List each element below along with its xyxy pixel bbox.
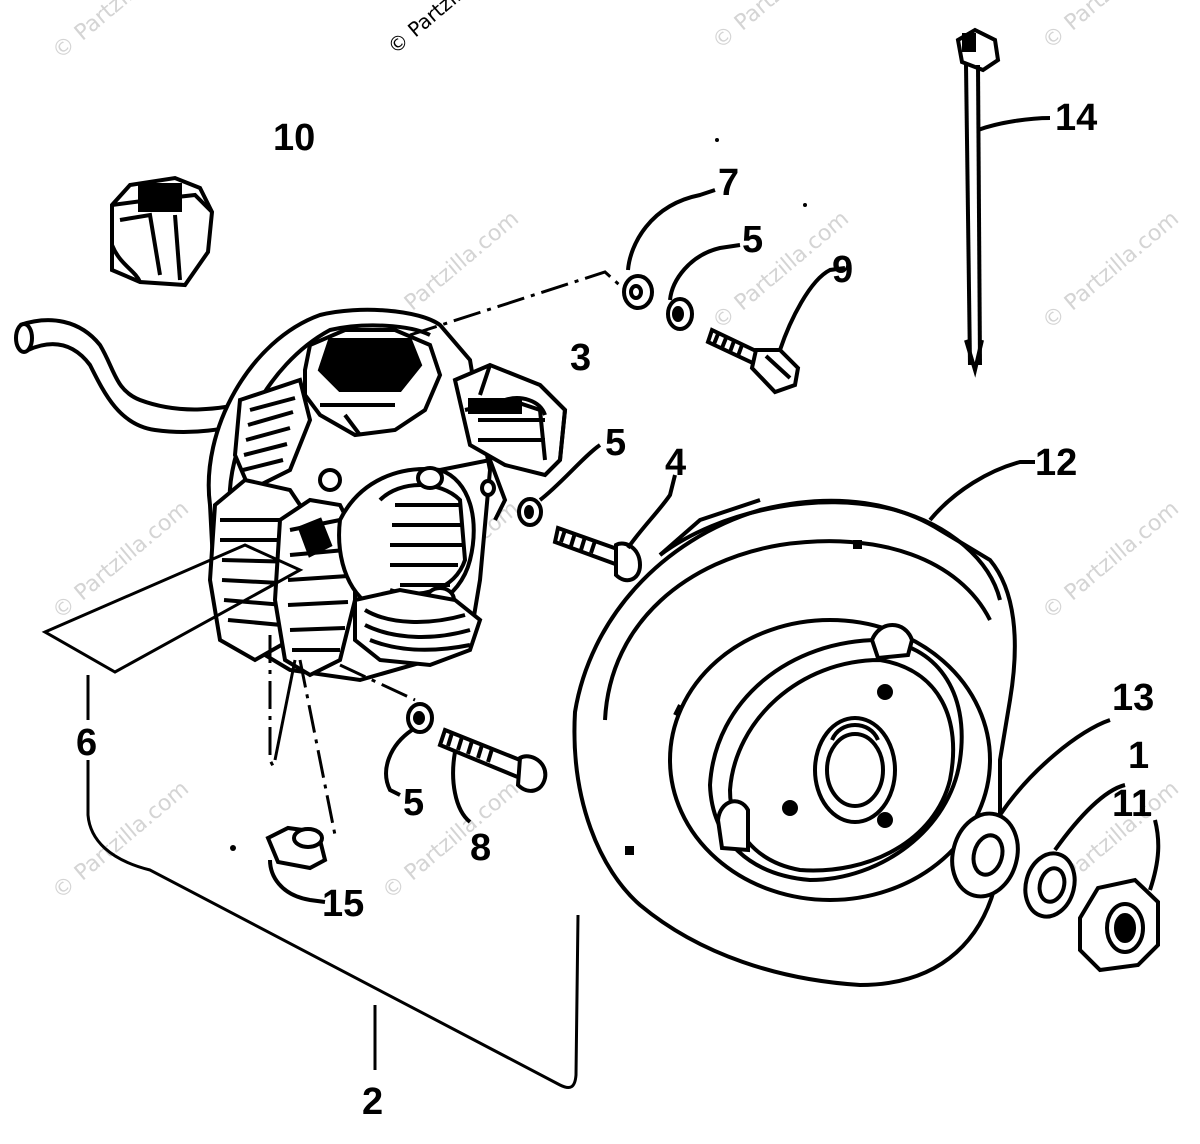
watermark: © Partzilla.com	[48, 0, 194, 65]
watermark: © Partzilla.com	[1038, 0, 1184, 55]
part-13-washer	[950, 718, 1111, 899]
callout-13: 13	[1112, 677, 1154, 719]
part-14-long-bolt	[955, 27, 1051, 378]
dashed-leaders	[268, 270, 627, 836]
callout-3: 3	[570, 337, 591, 379]
part-8-bolt	[437, 727, 548, 824]
callout-9: 9	[832, 249, 853, 291]
callout-11: 11	[1112, 783, 1152, 825]
callout-5-lower: 5	[403, 782, 424, 824]
part-10-cap	[110, 175, 215, 288]
part-9-bolt	[705, 266, 846, 395]
stator-assembly	[206, 307, 568, 683]
callout-labels: 10 14 7 5 9 3 5 4 12 13 1 11 6 5 8 15 2	[76, 97, 1154, 1123]
callout-4: 4	[665, 442, 686, 484]
part-4-bolt	[552, 474, 677, 583]
part-5-lockwasher-middle	[517, 443, 602, 527]
part-7-washer	[622, 188, 716, 310]
part-15-spacer	[265, 825, 328, 904]
stator-wire	[14, 318, 261, 434]
callout-12: 12	[1035, 442, 1077, 484]
callout-15: 15	[322, 883, 364, 925]
stray-marks	[230, 138, 807, 851]
watermark: © Partzilla.com	[48, 776, 194, 904]
callout-10: 10	[273, 117, 315, 159]
callout-5-middle: 5	[605, 422, 626, 464]
part-1-lockwasher	[1023, 783, 1126, 919]
callout-7: 7	[718, 162, 739, 204]
callout-1: 1	[1128, 735, 1149, 777]
callout-5-upper: 5	[742, 219, 763, 261]
callout-8: 8	[470, 827, 491, 869]
watermark: © Partzilla.com	[1038, 206, 1184, 334]
watermark-top: © Partzilla.com	[383, 0, 517, 59]
part-5-lockwasher-upper	[666, 243, 741, 331]
assembly-bracket	[86, 675, 580, 1089]
solid-leader	[273, 659, 297, 761]
part-5-lockwasher-lower	[384, 702, 434, 797]
callout-2: 2	[362, 1081, 383, 1123]
watermark: © Partzilla.com	[708, 0, 854, 55]
part-12-flywheel	[572, 460, 1035, 988]
watermark: © Partzilla.com	[48, 496, 194, 624]
part-11-nut	[1078, 819, 1161, 973]
callout-14: 14	[1055, 97, 1097, 139]
part-6-plate	[41, 543, 304, 674]
watermark: © Partzilla.com	[1038, 496, 1184, 624]
callout-6: 6	[76, 722, 97, 764]
